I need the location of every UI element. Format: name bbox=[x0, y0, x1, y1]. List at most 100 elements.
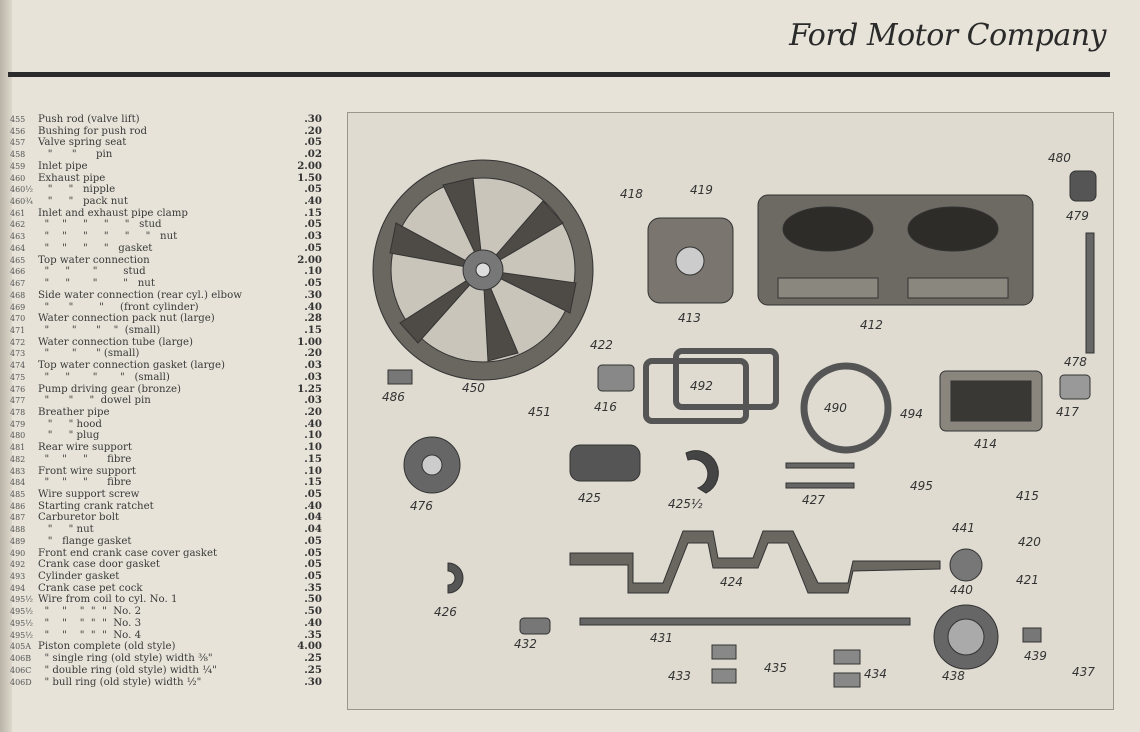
parts-list-row: 467 " " " " nut.05 bbox=[10, 277, 322, 290]
part-description: Wire from coil to cyl. No. 1 bbox=[38, 594, 178, 606]
part-description: Pump driving gear (bronze) bbox=[38, 383, 181, 395]
part-number: 478 bbox=[10, 407, 26, 417]
part-description: Piston complete (old style) bbox=[38, 641, 176, 653]
part-price: .02 bbox=[304, 148, 322, 161]
part-description: " " " stud bbox=[38, 266, 146, 278]
part-description: " bull ring (old style) width ½" bbox=[38, 676, 202, 688]
part-callout-label: 478 bbox=[1064, 355, 1087, 369]
parts-list-row: 493 Cylinder gasket .05 bbox=[10, 570, 322, 583]
part-description: " " " " " No. 3 bbox=[38, 617, 142, 629]
parts-list-row: 460½ " " nipple.05 bbox=[10, 184, 322, 196]
part-callout-label: 438 bbox=[942, 669, 965, 683]
part-number: 481 bbox=[10, 443, 26, 453]
part-price: .10 bbox=[304, 429, 322, 442]
part-callout-label: 479 bbox=[1066, 209, 1089, 223]
parts-list-row: 458 " " pin.02 bbox=[10, 148, 322, 161]
part-price: .40 bbox=[304, 499, 322, 512]
part-number: 474 bbox=[10, 361, 26, 371]
part-price: .05 bbox=[304, 183, 322, 196]
part-price: .05 bbox=[304, 570, 322, 583]
part-callout-label: 427 bbox=[802, 493, 825, 507]
part-callout-label: 435 bbox=[764, 661, 787, 675]
part-number: 486 bbox=[10, 501, 26, 511]
parts-list-row: 495½ " " " " " No. 3.40 bbox=[10, 617, 322, 630]
part-number: 493 bbox=[10, 572, 26, 582]
part-description: Breather pipe bbox=[38, 406, 110, 418]
part-description: " " " " gasket bbox=[38, 242, 153, 254]
part-description: " " nut bbox=[38, 524, 94, 536]
part-description: " " " " " " nut bbox=[38, 231, 178, 243]
part-number: 476 bbox=[10, 384, 26, 394]
part-price: .05 bbox=[304, 136, 322, 149]
part-number: 479 bbox=[10, 419, 26, 429]
part-callout-label: 416 bbox=[594, 400, 617, 414]
part-number: 484 bbox=[10, 478, 26, 488]
part-number: 487 bbox=[10, 513, 26, 523]
part-price: .03 bbox=[304, 394, 322, 407]
part-number: 490 bbox=[10, 548, 26, 558]
part-number: 483 bbox=[10, 466, 26, 476]
part-number: 495½ bbox=[10, 630, 34, 640]
part-number: 475 bbox=[10, 372, 26, 382]
part-callout-label: 422 bbox=[590, 338, 613, 352]
part-callout-label: 419 bbox=[690, 183, 713, 197]
parts-list-row: 484 " " " fibre.15 bbox=[10, 477, 322, 489]
part-number: 455 bbox=[10, 115, 26, 124]
part-description: Cylinder gasket bbox=[38, 571, 120, 583]
parts-list-row: 460¾ " " pack nut.40 bbox=[10, 195, 322, 208]
parts-list-row: 406D " bull ring (old style) width ½".30 bbox=[10, 676, 322, 689]
part-description: Inlet pipe bbox=[38, 160, 88, 172]
parts-list-row: 482 " " " fibre.15 bbox=[10, 453, 322, 466]
part-price: .15 bbox=[304, 476, 322, 489]
part-number: 460¾ bbox=[10, 197, 34, 207]
part-number: 467 bbox=[10, 279, 26, 289]
part-price: .05 bbox=[304, 488, 322, 500]
part-price: .20 bbox=[304, 347, 322, 360]
part-callout-label: 412 bbox=[860, 318, 883, 332]
parts-list-row: 469 " " " (front cylinder).40 bbox=[10, 300, 322, 314]
part-price: .40 bbox=[304, 195, 322, 208]
part-callout-label: 439 bbox=[1024, 649, 1047, 663]
part-description: Exhaust pipe bbox=[38, 172, 106, 184]
part-number: 463 bbox=[10, 232, 26, 242]
part-price: .35 bbox=[304, 628, 322, 641]
part-price: 1.50 bbox=[297, 171, 322, 184]
part-callout-label: 414 bbox=[974, 437, 997, 451]
part-callout-label: 417 bbox=[1056, 405, 1079, 419]
part-number: 464 bbox=[10, 243, 26, 253]
part-description: Top water connection gasket (large) bbox=[38, 360, 225, 372]
crankshaft bbox=[569, 530, 941, 594]
ford-logo: Ford Motor Company bbox=[789, 18, 1106, 53]
part-number: 488 bbox=[10, 525, 26, 535]
part-price: .05 bbox=[304, 546, 322, 559]
part-price: .40 bbox=[304, 300, 322, 313]
part-description: Water connection tube (large) bbox=[38, 336, 194, 348]
part-description: " " " " (small) bbox=[38, 324, 161, 336]
part-callout-label: 437 bbox=[1072, 665, 1095, 679]
part-callout-label: 425 bbox=[578, 491, 601, 505]
part-description: Crank case pet cock bbox=[38, 582, 143, 594]
part-number: 462 bbox=[10, 220, 26, 230]
parts-drawing bbox=[372, 159, 1097, 688]
part-number: 495½ bbox=[10, 595, 34, 605]
part-description: Bushing for push rod bbox=[38, 125, 148, 137]
part-price: .05 bbox=[304, 277, 322, 290]
part-price: .05 bbox=[304, 241, 322, 254]
part-callout-label: 418 bbox=[620, 187, 643, 201]
part-number: 471 bbox=[10, 325, 26, 335]
part-price: 1.25 bbox=[297, 382, 322, 395]
part-number: 473 bbox=[10, 349, 26, 359]
part-price: .30 bbox=[304, 113, 322, 125]
header-rule bbox=[8, 72, 1110, 77]
